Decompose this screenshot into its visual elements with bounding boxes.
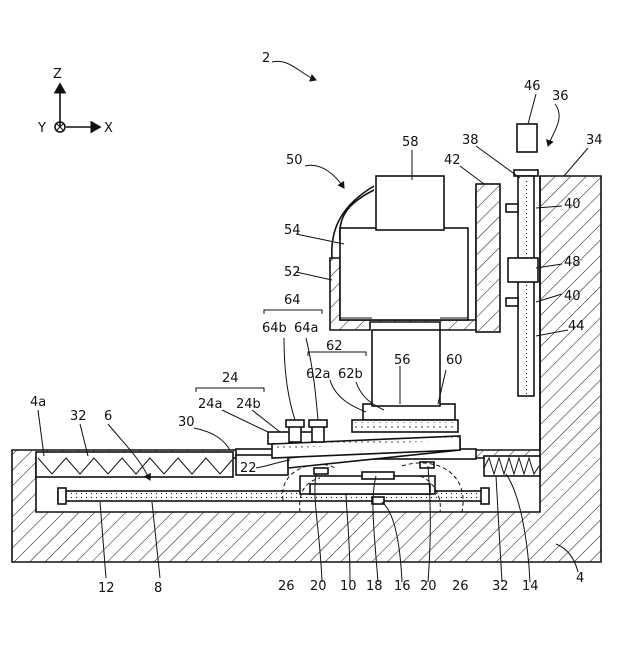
label-6: 6 (104, 409, 112, 424)
label-32b: 32 (492, 579, 509, 594)
label-44: 44 (568, 319, 585, 334)
label-60: 60 (446, 353, 463, 368)
label-62: 62 (326, 339, 343, 354)
label-8: 8 (154, 581, 162, 596)
label-54: 54 (284, 223, 301, 238)
label-64b: 64b (262, 321, 287, 336)
label-24a: 24a (198, 397, 223, 412)
lift-mechanism (506, 124, 538, 396)
label-62a: 62a (306, 367, 331, 382)
label-10: 10 (340, 579, 357, 594)
axis-x-label: X (104, 121, 113, 136)
axis-y-label: Y (37, 121, 46, 136)
label-64: 64 (284, 293, 301, 308)
label-36: 36 (552, 89, 569, 104)
grinding-unit (352, 330, 458, 432)
label-18: 18 (366, 579, 383, 594)
label-40a: 40 (564, 197, 581, 212)
label-22: 22 (240, 461, 257, 476)
label-56: 56 (394, 353, 411, 368)
label-64a: 64a (294, 321, 319, 336)
label-38: 38 (462, 133, 479, 148)
axis-z-label: Z (53, 67, 62, 82)
label-4: 4 (576, 571, 584, 586)
label-12: 12 (98, 581, 115, 596)
label-20a: 20 (310, 579, 327, 594)
label-32a: 32 (70, 409, 87, 424)
label-30: 30 (178, 415, 195, 430)
label-40b: 40 (564, 289, 581, 304)
label-14: 14 (522, 579, 539, 594)
label-24: 24 (222, 371, 239, 386)
label-26b: 26 (452, 579, 469, 594)
label-26a: 26 (278, 579, 295, 594)
label-24b: 24b (236, 397, 261, 412)
label-4a: 4a (30, 395, 46, 410)
label-50: 50 (286, 153, 303, 168)
axis-indicator (55, 84, 100, 132)
label-20b: 20 (420, 579, 437, 594)
label-16: 16 (394, 579, 411, 594)
spindle-housing (330, 176, 500, 332)
label-48: 48 (564, 255, 581, 270)
label-34: 34 (586, 133, 603, 148)
label-42: 42 (444, 153, 461, 168)
label-58: 58 (402, 135, 419, 150)
figure-number: 2 (262, 51, 270, 66)
label-62b: 62b (338, 367, 363, 382)
label-52: 52 (284, 265, 301, 280)
label-46: 46 (524, 79, 541, 94)
